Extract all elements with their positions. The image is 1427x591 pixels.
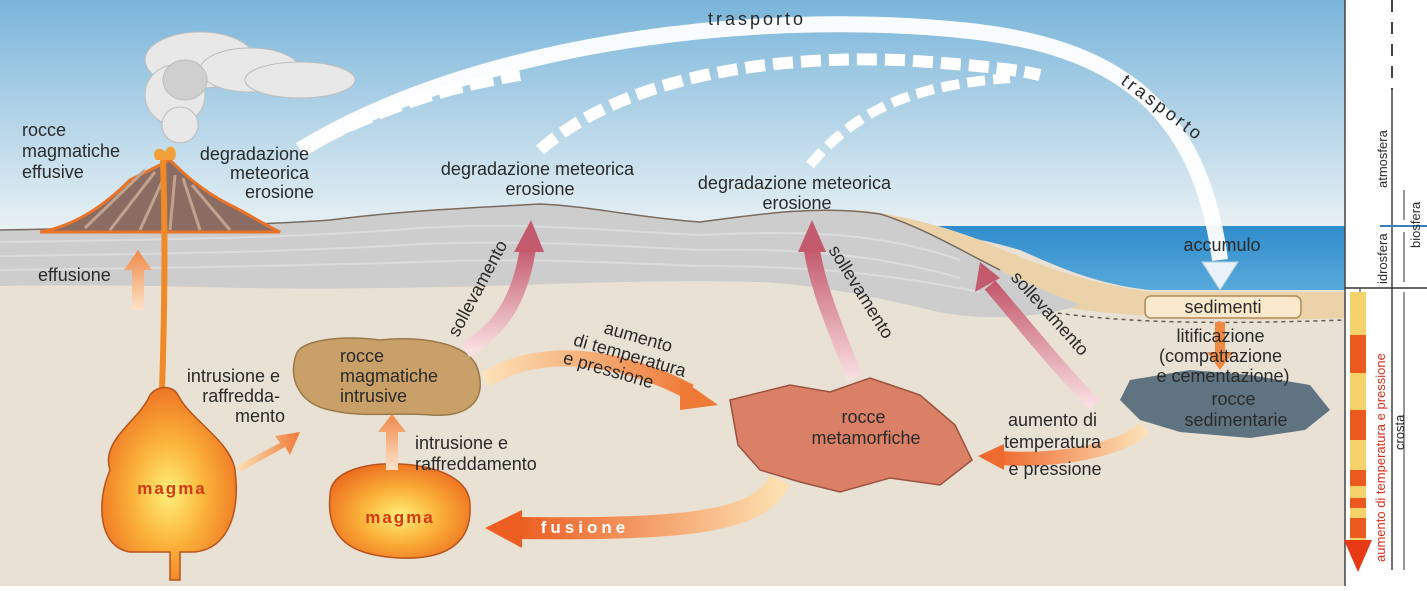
fusione-label: fusione <box>541 518 629 537</box>
sollevamento-arrow-1 <box>460 246 536 357</box>
aumento-arrow-1 <box>480 350 694 400</box>
sollevamento-arrow-1-head <box>514 220 544 252</box>
magma-chamber-deep <box>328 462 471 559</box>
trasporto-top-label: trasporto <box>708 9 806 29</box>
sedimentary-rock <box>1120 370 1330 438</box>
intrusione-label-2: intrusione e raffreddamento <box>415 433 537 474</box>
magma-label-2: magma <box>365 508 435 527</box>
degradazione-label-1: degradazione meteorica erosione <box>200 144 314 202</box>
fusione-arrow <box>519 474 790 540</box>
accumulo-label: accumulo <box>1183 235 1260 255</box>
sollevamento-arrow-2 <box>804 248 863 381</box>
intrusive-rock <box>292 337 481 416</box>
degradazione-label-2: degradazione meteorica erosione <box>441 159 639 199</box>
ash-plume <box>144 31 356 144</box>
intrusione-arrow-2 <box>378 414 406 470</box>
temperature-gradient-bar <box>1344 292 1372 572</box>
metamorphic-rock <box>729 377 973 493</box>
magma-label-1: magma <box>137 479 207 498</box>
degradazione-label-3: degradazione meteorica erosione <box>698 173 896 213</box>
biosfera-label: biosfera <box>1408 201 1423 248</box>
atmosfera-label: atmosfera <box>1375 129 1390 188</box>
gradient-label: aumento di temperatura e pressione <box>1373 353 1388 562</box>
rocce-intrusive-label: rocce magmatiche intrusive <box>340 346 443 406</box>
litification-arrow <box>1207 322 1233 370</box>
crosta-label: crosta <box>1392 414 1407 450</box>
sollevamento-arrow-3 <box>984 280 1100 410</box>
intrusione-arrow-1 <box>236 432 300 472</box>
sollevamento-arrow-3-head <box>975 262 1000 292</box>
litificazione-label: litificazione (compattazione e cementazi… <box>1156 326 1289 386</box>
sedimenti-box <box>1144 295 1302 319</box>
sediment-layer <box>860 210 1345 320</box>
magma-conduit <box>159 159 168 391</box>
effusione-arrow <box>124 250 152 310</box>
sedimenti-label: sedimenti <box>1184 297 1261 317</box>
sediment-boundary <box>1049 311 1346 324</box>
rocce-effusive-label: rocce magmatiche effusive <box>22 120 125 182</box>
rocce-metamorfiche-label: rocce metamorfiche <box>811 407 920 448</box>
magma-chamber-volcano <box>101 386 237 581</box>
aumento-arrow-2-head <box>978 444 1004 470</box>
sollevamento-arrow-2-head <box>798 220 826 252</box>
rocce-sedimentarie-label: rocce sedimentarie <box>1184 389 1287 430</box>
fusione-arrow-head <box>485 510 522 548</box>
aumento-arrow-2 <box>999 422 1150 466</box>
transport-arrows <box>295 16 1239 291</box>
idrosfera-label: idrosfera <box>1375 233 1390 284</box>
intrusione-label-1: intrusione e raffredda- mento <box>187 366 285 426</box>
sea <box>900 226 1345 290</box>
aumento-arrow-1-head <box>680 378 718 410</box>
effusione-label: effusione <box>38 265 111 285</box>
volcano <box>39 146 281 234</box>
aumento-label-2: aumento di temperatura e pressione <box>1004 410 1106 479</box>
